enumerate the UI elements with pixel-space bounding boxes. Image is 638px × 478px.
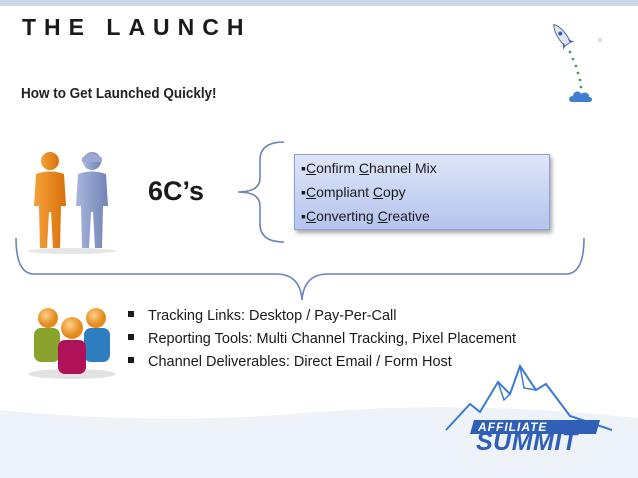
c-item-1: ▪Confirm Channel Mix bbox=[301, 160, 437, 176]
top-accent-bar bbox=[0, 0, 638, 6]
list-item: Channel Deliverables: Direct Email / For… bbox=[128, 354, 452, 370]
rocket-icon bbox=[553, 23, 603, 89]
curly-brace-small bbox=[237, 141, 285, 243]
two-people-icon bbox=[28, 152, 116, 254]
mountain-icon bbox=[445, 363, 613, 434]
people-group-icon bbox=[28, 308, 116, 379]
logo-line-summit: SUMMIT bbox=[476, 428, 578, 456]
list-item: Tracking Links: Desktop / Pay-Per-Call bbox=[128, 308, 396, 324]
logo-line-affiliate: AFFILIATE bbox=[478, 420, 548, 434]
c-item-3: ▪Converting Creative bbox=[301, 208, 430, 224]
list-item: Reporting Tools: Multi Channel Tracking,… bbox=[128, 331, 516, 347]
six-cs-label: 6C’s bbox=[148, 176, 205, 206]
six-cs-list-box: ▪Confirm Channel Mix ▪Compliant Copy ▪Co… bbox=[294, 154, 550, 230]
slide-title: THE LAUNCH bbox=[22, 14, 252, 40]
cloud-icon bbox=[569, 91, 592, 102]
c-item-2: ▪Compliant Copy bbox=[301, 184, 406, 200]
curly-brace-large bbox=[15, 237, 585, 301]
slide-subtitle: How to Get Launched Quickly! bbox=[21, 86, 217, 102]
